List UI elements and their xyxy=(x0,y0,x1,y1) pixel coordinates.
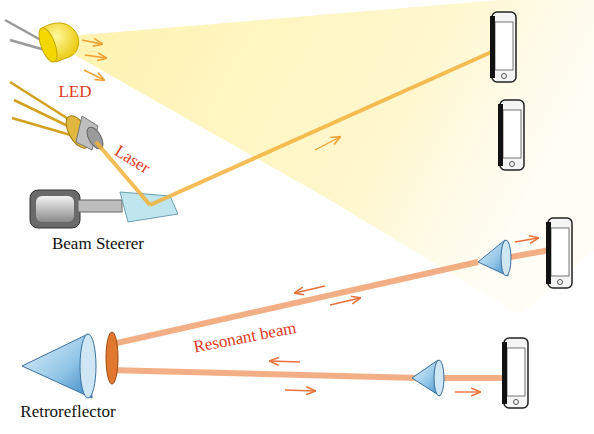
phone xyxy=(498,100,524,170)
component-label: Retroreflector xyxy=(20,403,115,422)
laser-diode xyxy=(10,82,106,152)
led-symbol xyxy=(5,20,79,64)
laser-beam xyxy=(150,50,496,205)
component-label: Laser xyxy=(111,142,153,178)
retroreflector xyxy=(22,332,118,398)
light-arrows xyxy=(82,40,340,150)
phone xyxy=(502,338,528,408)
resonant-beams xyxy=(108,250,550,378)
component-label: Beam Steerer xyxy=(52,235,144,254)
receiver-lens xyxy=(412,240,511,396)
component-label: LED xyxy=(58,83,91,102)
light-cone xyxy=(45,0,594,315)
phones xyxy=(490,12,572,408)
beam-arrows xyxy=(270,238,538,392)
phone xyxy=(546,218,572,288)
beam-steerer xyxy=(30,190,178,228)
phone xyxy=(490,12,516,82)
